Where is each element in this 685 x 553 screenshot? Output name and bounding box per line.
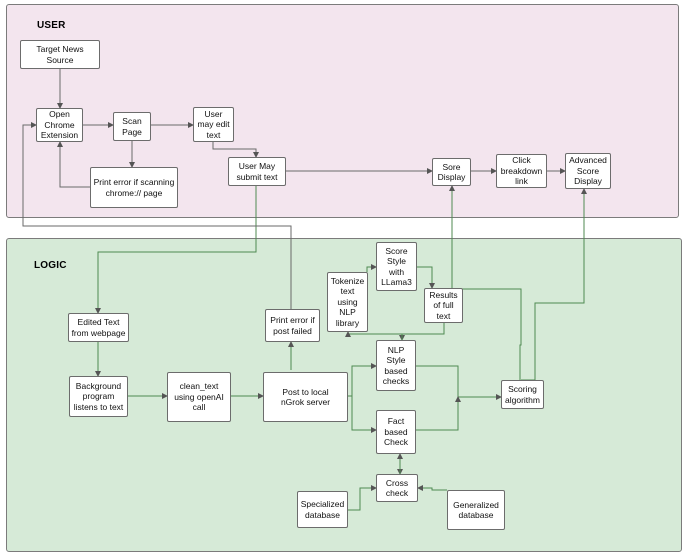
user-may-edit-text-box[interactable]: User may edit text <box>193 107 234 142</box>
score-style-llama3-box[interactable]: Score Style with LLama3 <box>376 242 417 291</box>
open-chrome-extension-box[interactable]: Open Chrome Extension <box>36 108 83 142</box>
user-lane-title: USER <box>37 20 66 31</box>
specialized-database-box[interactable]: Specialized database <box>297 491 348 528</box>
tokenize-text-box[interactable]: Tokenize text using NLP library <box>327 272 368 332</box>
user-may-submit-text-box[interactable]: User May submit text <box>228 157 286 186</box>
edge-submit-to-edited <box>95 186 257 314</box>
fact-based-check-box[interactable]: Fact based Check <box>376 410 416 454</box>
edge-score-style-to-results <box>417 266 435 289</box>
scan-page-box[interactable]: Scan Page <box>113 112 151 141</box>
edge-print-failed-to-chrome <box>22 122 292 309</box>
background-program-box[interactable]: Background program listens to text <box>69 376 128 417</box>
edge-print-error-to-chrome <box>57 141 90 188</box>
target-news-source-box[interactable]: Target News Source <box>20 40 100 69</box>
edge-nlp-to-tokenize <box>345 331 403 340</box>
cross-check-box[interactable]: Cross check <box>376 474 418 502</box>
edge-post-to-nlp <box>348 363 377 397</box>
edge-tokenize-to-score-style <box>366 264 377 272</box>
click-breakdown-link-box[interactable]: Click breakdown link <box>496 154 547 188</box>
scoring-algorithm-box[interactable]: Scoring algorithm <box>501 380 544 409</box>
clean-text-box[interactable]: clean_text using openAI call <box>167 372 231 422</box>
edge-scoring-to-advanced <box>521 188 587 381</box>
edited-text-box[interactable]: Edited Text from webpage <box>68 313 129 342</box>
print-error-post-failed-box[interactable]: Print error if post failed <box>265 309 320 342</box>
edge-edit-to-submit <box>212 142 259 158</box>
sore-display-box[interactable]: Sore Display <box>432 158 471 186</box>
nlp-style-checks-box[interactable]: NLP Style based checks <box>376 340 416 391</box>
edge-fact-to-scoring <box>416 396 461 431</box>
edge-nlp-to-scoring <box>416 365 502 400</box>
advanced-score-display-box[interactable]: Advanced Score Display <box>565 153 611 189</box>
edge-specialized-to-cross <box>348 485 377 511</box>
edge-results-to-nlp <box>399 323 445 341</box>
edge-post-to-fact <box>348 395 377 433</box>
post-to-local-box[interactable]: Post to local nGrok server <box>263 372 348 422</box>
edge-scoring-to-sore <box>449 185 522 380</box>
results-full-text-box[interactable]: Results of full text <box>424 288 463 323</box>
generalized-database-box[interactable]: Generalized database <box>447 490 505 530</box>
print-error-scanning-box[interactable]: Print error if scanning chrome:// page <box>90 167 178 208</box>
logic-lane-title: LOGIC <box>34 260 67 271</box>
edge-generalized-to-cross <box>417 485 447 491</box>
